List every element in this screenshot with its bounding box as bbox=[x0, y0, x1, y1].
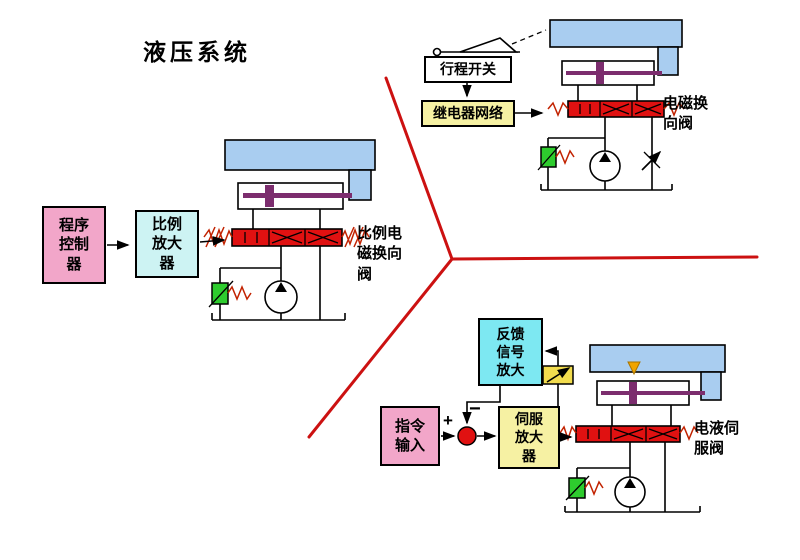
valve-spring-left bbox=[547, 101, 569, 117]
machine-table-icon bbox=[224, 139, 376, 171]
feedback-amplifier-box: 反馈 信号 放大 bbox=[478, 318, 543, 386]
summing-junction-icon bbox=[457, 426, 477, 446]
servo-system-schematic bbox=[441, 344, 726, 513]
valve-spring-right bbox=[341, 226, 370, 248]
pump-icon bbox=[614, 476, 646, 508]
sum-plus-sign: + bbox=[443, 411, 453, 430]
proportional-valve-label: 比例电 磁换向 阀 bbox=[357, 225, 403, 283]
piston-rod-icon bbox=[601, 391, 705, 395]
limit-switch-lever-icon bbox=[432, 29, 547, 57]
arrow-amplifier-to-valve bbox=[199, 236, 226, 246]
proportional-amplifier-box: 比例 放大 器 bbox=[135, 210, 199, 278]
table-leg-icon bbox=[348, 169, 372, 201]
program-controller-box: 程序 控制 器 bbox=[42, 206, 106, 284]
limit-switch-box: 行程开关 bbox=[424, 56, 512, 83]
servo-valve-label: 电液伺 服阀 bbox=[694, 420, 740, 458]
pump-icon bbox=[264, 280, 298, 314]
valve-spring-right bbox=[663, 101, 685, 117]
arrow-position-to-feedback bbox=[544, 346, 559, 366]
proportional-system-schematic bbox=[107, 139, 376, 321]
piston-rod-icon bbox=[566, 71, 662, 75]
relay-network-box: 继电器网络 bbox=[421, 100, 515, 127]
machine-table-icon bbox=[589, 344, 726, 373]
table-leg-icon bbox=[700, 371, 722, 401]
piston-icon bbox=[629, 382, 637, 404]
pump-icon bbox=[589, 150, 621, 182]
throttle-valve-icon bbox=[641, 150, 662, 171]
servo-amplifier-box: 伺服 放大 器 bbox=[498, 406, 560, 469]
piston-icon bbox=[265, 185, 274, 207]
load-arrow-icon bbox=[627, 361, 641, 376]
valve-spring-left bbox=[203, 226, 233, 248]
solenoid-system-schematic bbox=[432, 19, 685, 191]
solenoid-valve-label: 电磁换 向阀 bbox=[663, 95, 709, 133]
valve-spring-right bbox=[679, 425, 699, 441]
sum-minus-sign: − bbox=[469, 398, 481, 420]
page-title: 液压系统 bbox=[143, 39, 251, 65]
command-input-box: 指令 输入 bbox=[380, 406, 440, 466]
piston-icon bbox=[596, 62, 604, 84]
table-leg-icon bbox=[657, 46, 679, 76]
divider-lines bbox=[307, 76, 759, 439]
arrow-feedback-to-sum bbox=[462, 385, 501, 425]
piston-rod-icon bbox=[243, 193, 352, 198]
machine-table-icon bbox=[549, 19, 683, 48]
